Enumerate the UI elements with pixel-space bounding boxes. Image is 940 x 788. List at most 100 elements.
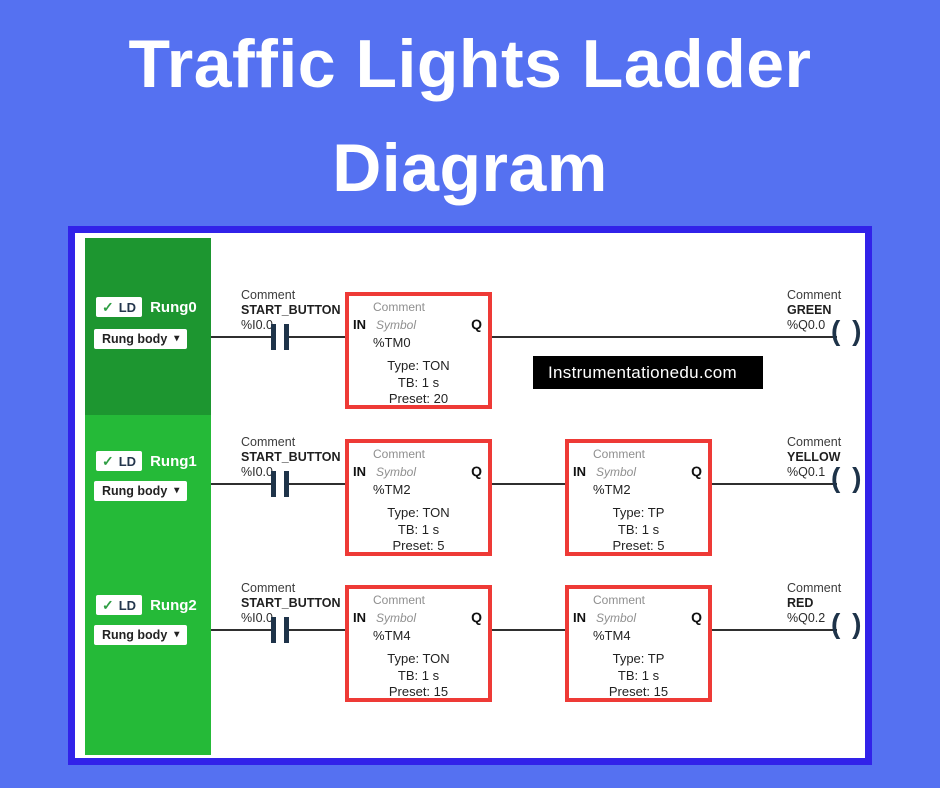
q-pin-label: Q [471, 316, 482, 332]
coil-address-label: %Q0.2 [787, 611, 826, 625]
rung-1-contact-labels: Comment START_BUTTON %I0.0 [241, 435, 341, 480]
rung-0-name-label: Rung0 [150, 298, 197, 316]
timer-type-label: Type: TP [612, 505, 665, 520]
contact-symbol-label: START_BUTTON [241, 596, 341, 610]
timer-preset-label: Preset: 20 [388, 391, 449, 406]
rung-2-ld-toggle[interactable]: ✓ LD [96, 595, 143, 615]
watermark-badge: Instrumentationedu.com [533, 356, 763, 389]
rung-1-timer-block-2[interactable]: Comment IN Symbol Q %TM2 Type: TP TB: 1 … [565, 439, 712, 556]
in-pin-label: IN [353, 317, 366, 332]
timer-type-label: Type: TON [387, 505, 450, 520]
rung-0-contact-labels: Comment START_BUTTON %I0.0 [241, 288, 341, 333]
timer-comment-label: Comment [373, 447, 426, 461]
q-pin-label: Q [471, 463, 482, 479]
timer-preset-label: Preset: 5 [392, 538, 445, 553]
q-pin-label: Q [691, 463, 702, 479]
rung-2-output-coil[interactable]: ( ) [831, 608, 864, 639]
rung-body-label: Rung body [102, 484, 168, 498]
timer-comment-label: Comment [373, 593, 426, 607]
rung-1-header: ✓ LD Rung1 [96, 451, 197, 471]
rung-2-timer-block-2[interactable]: Comment IN Symbol Q %TM4 Type: TP TB: 1 … [565, 585, 712, 702]
coil-comment-label: Comment [787, 435, 842, 449]
timer-address-label: %TM0 [373, 335, 411, 350]
rung-1-timer-block-1[interactable]: Comment IN Symbol Q %TM2 Type: TON TB: 1… [345, 439, 492, 556]
chevron-down-icon: ▾ [174, 629, 180, 640]
rung-2-header: ✓ LD Rung2 [96, 595, 197, 615]
contact-address-label: %I0.0 [241, 318, 273, 332]
rung-2-no-contact[interactable] [271, 617, 289, 643]
timer-timebase-label: TB: 1 s [617, 668, 660, 683]
rung-body-label: Rung body [102, 332, 168, 346]
contact-symbol-label: START_BUTTON [241, 450, 341, 464]
timer-timebase-label: TB: 1 s [397, 522, 440, 537]
sidebar-rung0-background [85, 238, 211, 415]
rung-1-output-coil[interactable]: ( ) [831, 462, 864, 493]
symbol-placeholder-label: Symbol [596, 465, 637, 479]
in-pin-label: IN [573, 464, 586, 479]
contact-address-label: %I0.0 [241, 611, 273, 625]
rung-2: ✓ LD Rung2 Rung body ▾ Comment START_BUT… [75, 233, 865, 758]
timer-comment-label: Comment [373, 300, 426, 314]
rung-1-ld-toggle[interactable]: ✓ LD [96, 451, 143, 471]
timer-preset-label: Preset: 5 [612, 538, 665, 553]
title-line-1: Traffic Lights Ladder [128, 26, 812, 102]
timer-type-label: Type: TON [387, 358, 450, 373]
coil-address-label: %Q0.1 [787, 465, 826, 479]
check-icon: ✓ [102, 597, 114, 613]
timer-timebase-label: TB: 1 s [397, 375, 440, 390]
timer-preset-label: Preset: 15 [608, 684, 669, 699]
timer-address-label: %TM2 [373, 482, 411, 497]
timer-type-label: Type: TON [387, 651, 450, 666]
rung-0-wire [211, 336, 837, 338]
coil-symbol-label: YELLOW [787, 450, 841, 464]
rung-0-body-dropdown[interactable]: Rung body ▾ [94, 329, 188, 349]
rung-0-output-coil[interactable]: ( ) [831, 315, 864, 346]
check-icon: ✓ [102, 299, 114, 315]
timer-type-label: Type: TP [612, 651, 665, 666]
check-icon: ✓ [102, 453, 114, 469]
rung-0-coil-labels: Comment GREEN %Q0.0 [787, 288, 841, 333]
timer-timebase-label: TB: 1 s [617, 522, 660, 537]
rung-0-ld-toggle[interactable]: ✓ LD [96, 297, 143, 317]
rung-1-body-dropdown[interactable]: Rung body ▾ [94, 481, 188, 501]
timer-comment-label: Comment [593, 447, 646, 461]
rung-1: ✓ LD Rung1 Rung body ▾ Comment START_BUT… [75, 233, 865, 758]
ld-label: LD [118, 597, 137, 613]
q-pin-label: Q [471, 609, 482, 625]
contact-comment-label: Comment [241, 288, 296, 302]
chevron-down-icon: ▾ [174, 485, 180, 496]
timer-address-label: %TM2 [593, 482, 631, 497]
contact-address-label: %I0.0 [241, 465, 273, 479]
symbol-placeholder-label: Symbol [376, 318, 417, 332]
rung-2-coil-labels: Comment RED %Q0.2 [787, 581, 841, 626]
sidebar-rung1-rung2-background [85, 415, 211, 755]
ladder-diagram-panel: ✓ LD Rung0 Rung body ▾ Comment START_BUT… [68, 226, 872, 765]
rung-0: ✓ LD Rung0 Rung body ▾ Comment START_BUT… [75, 233, 865, 758]
contact-comment-label: Comment [241, 581, 296, 595]
title-line-2: Diagram [332, 130, 608, 206]
timer-address-label: %TM4 [593, 628, 631, 643]
rung-1-no-contact[interactable] [271, 471, 289, 497]
coil-address-label: %Q0.0 [787, 318, 826, 332]
coil-symbol-label: GREEN [787, 303, 832, 317]
coil-comment-label: Comment [787, 581, 842, 595]
ld-label: LD [118, 453, 137, 469]
rung-2-body-dropdown[interactable]: Rung body ▾ [94, 625, 188, 645]
ld-label: LD [118, 299, 137, 315]
rung-2-contact-labels: Comment START_BUTTON %I0.0 [241, 581, 341, 626]
timer-address-label: %TM4 [373, 628, 411, 643]
in-pin-label: IN [353, 610, 366, 625]
timer-comment-label: Comment [593, 593, 646, 607]
q-pin-label: Q [691, 609, 702, 625]
rung-0-no-contact[interactable] [271, 324, 289, 350]
in-pin-label: IN [353, 464, 366, 479]
rung-0-timer-block-1[interactable]: Comment IN Symbol Q %TM0 Type: TON TB: 1… [345, 292, 492, 409]
rung-2-wire [211, 629, 837, 631]
rung-2-timer-block-1[interactable]: Comment IN Symbol Q %TM4 Type: TON TB: 1… [345, 585, 492, 702]
rung-0-header: ✓ LD Rung0 [96, 297, 197, 317]
symbol-placeholder-label: Symbol [376, 465, 417, 479]
in-pin-label: IN [573, 610, 586, 625]
timer-preset-label: Preset: 15 [388, 684, 449, 699]
symbol-placeholder-label: Symbol [376, 611, 417, 625]
